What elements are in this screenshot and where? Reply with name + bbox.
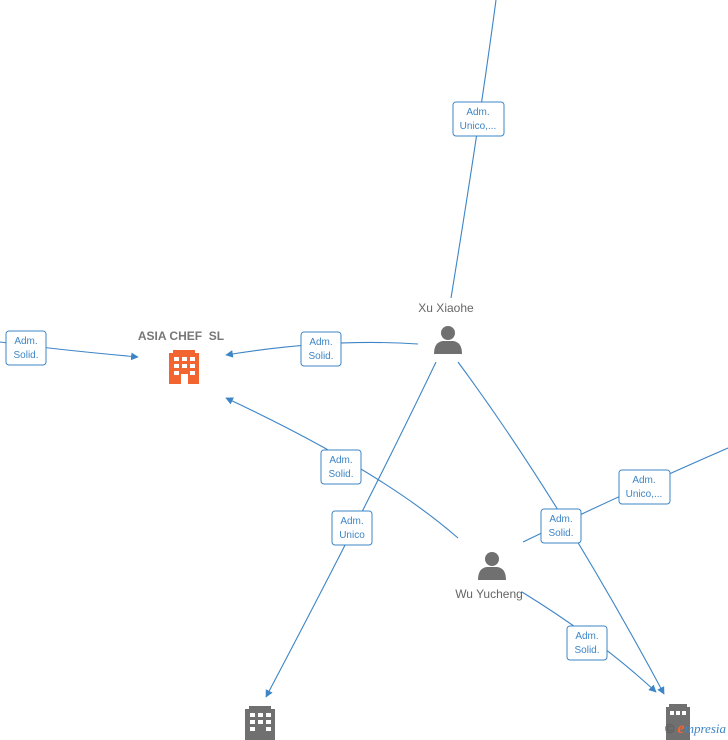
person-icon bbox=[478, 552, 506, 580]
copyright-symbol: © bbox=[664, 721, 675, 736]
edge-label-line: Unico,... bbox=[460, 121, 497, 132]
node-wu-yucheng[interactable]: Wu Yucheng bbox=[455, 552, 523, 601]
node-label-wu-yucheng: Wu Yucheng bbox=[455, 587, 523, 601]
edge-label-line: Adm. bbox=[309, 337, 332, 348]
edge-label-top-xu[interactable]: Adm. Unico,... bbox=[452, 101, 505, 137]
building-icon bbox=[245, 706, 275, 740]
edge-label-line: Solid. bbox=[548, 528, 573, 539]
edge-label-wu-asia[interactable]: Adm. Solid. bbox=[320, 449, 362, 485]
edge-label-xu-bottom-right[interactable]: Adm. Solid. bbox=[540, 508, 582, 544]
edge-label-wu-bottom-right[interactable]: Adm. Solid. bbox=[566, 625, 608, 661]
edge-label-line: Adm. bbox=[14, 336, 37, 347]
edge-label-line: Adm. bbox=[466, 107, 489, 118]
edge-label-xu-bottom[interactable]: Adm. Unico bbox=[331, 510, 373, 546]
edge-label-line: Adm. bbox=[329, 455, 352, 466]
person-icon bbox=[434, 326, 462, 354]
edge-label-xu-asia[interactable]: Adm. Solid. bbox=[300, 331, 342, 367]
edge-label-line: Adm. bbox=[549, 514, 572, 525]
edge-label-line: Solid. bbox=[13, 350, 38, 361]
brand-logo-initial: e bbox=[677, 720, 685, 737]
building-icon bbox=[666, 704, 690, 740]
edge-label-line: Solid. bbox=[328, 469, 353, 480]
edge-label-line: Unico,... bbox=[626, 489, 663, 500]
node-label-asia-chef: ASIA CHEF SL bbox=[138, 329, 224, 343]
edge-label-line: Unico bbox=[339, 530, 365, 541]
edge-top-to-xu-xiaohe bbox=[450, 0, 497, 299]
edge-label-line: Solid. bbox=[574, 645, 599, 656]
edge-label-line: Adm. bbox=[575, 631, 598, 642]
edge-label-line: Adm. bbox=[632, 475, 655, 486]
node-company-bottom-right[interactable] bbox=[666, 704, 690, 740]
node-label-xu-xiaohe: Xu Xiaohe bbox=[418, 301, 474, 315]
edge-label-line: Solid. bbox=[308, 351, 333, 362]
edge-label-right-wu[interactable]: Adm. Unico,... bbox=[618, 469, 671, 505]
node-xu-xiaohe[interactable]: Xu Xiaohe bbox=[418, 301, 474, 354]
footer-brand: ©empresia bbox=[665, 720, 726, 738]
node-company-bottom[interactable] bbox=[245, 706, 275, 740]
edge-label-line: Adm. bbox=[340, 516, 363, 527]
building-icon bbox=[169, 350, 199, 384]
edge-label-left-asia[interactable]: Adm. Solid. bbox=[5, 330, 47, 366]
brand-logo-text: mpresia bbox=[684, 721, 726, 736]
node-asia-chef[interactable]: ASIA CHEF SL bbox=[138, 329, 224, 384]
